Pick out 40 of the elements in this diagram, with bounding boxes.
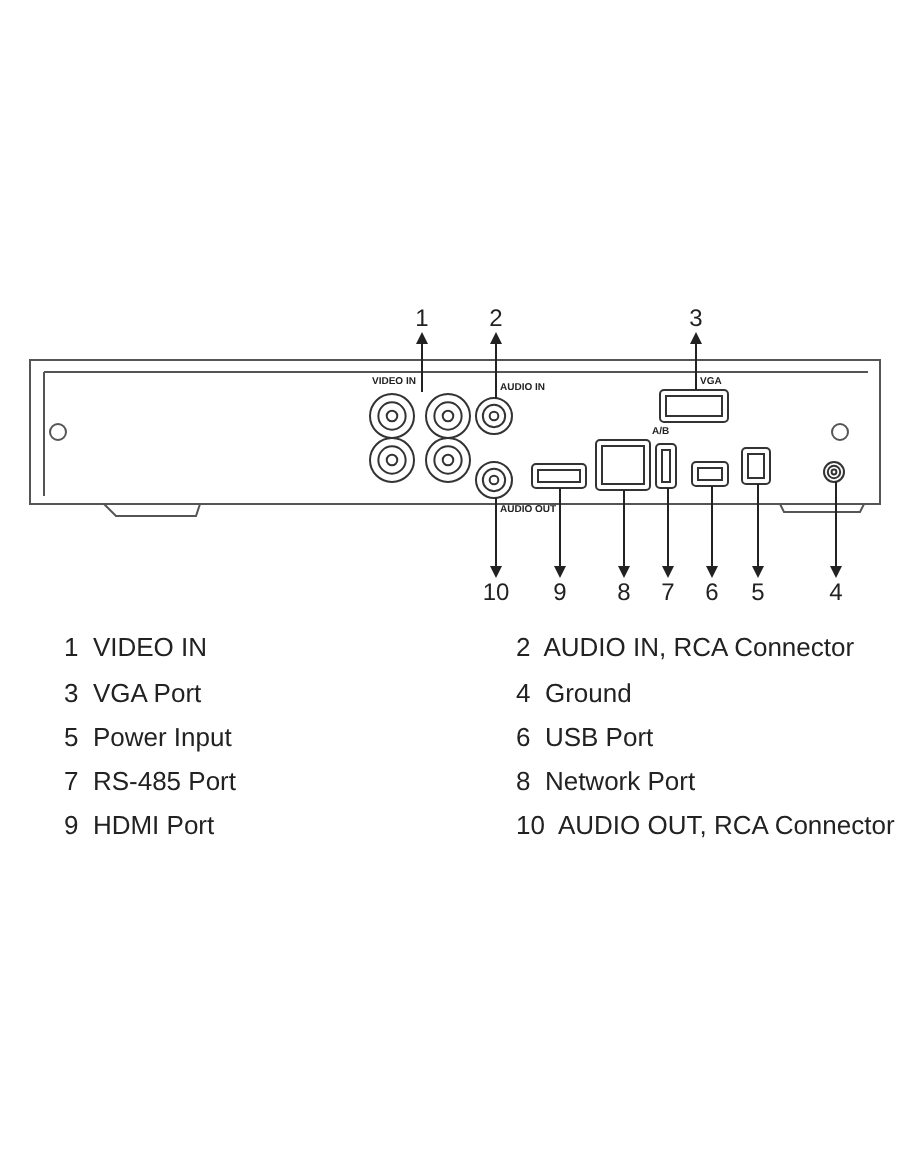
legend-text: 4 Ground	[516, 678, 632, 708]
legend-text: 5 Power Input	[64, 722, 232, 752]
callout-number: 6	[702, 578, 722, 606]
rca-jack-drawing	[475, 397, 513, 435]
network-port-drawing	[595, 439, 651, 491]
legend-text: 6 USB Port	[516, 722, 654, 752]
vga-port-drawing	[659, 389, 729, 423]
ground-screw-drawing	[823, 461, 845, 483]
callout-number: 4	[826, 578, 846, 606]
legend-text: 9 HDMI Port	[64, 810, 215, 840]
bnc-connector-drawing	[369, 393, 471, 483]
callout-number: 9	[550, 578, 570, 606]
legend-text: 3 VGA Port	[64, 678, 202, 708]
callout-number: 8	[614, 578, 634, 606]
usb-port-drawing	[691, 461, 729, 487]
legend-text: 8 Network Port	[516, 766, 696, 796]
leader-line	[690, 332, 702, 391]
rca-jack-drawing	[475, 461, 513, 499]
power-jack-drawing	[741, 447, 771, 485]
callout-number: 7	[658, 578, 678, 606]
legend-text: 1 VIDEO IN	[64, 632, 208, 662]
leader-line	[618, 489, 630, 578]
leader-line	[554, 487, 566, 578]
callout-number: 1	[412, 304, 432, 332]
legend-text: 10 AUDIO OUT, RCA Connector	[516, 810, 895, 840]
legend-text: 7 RS-485 Port	[64, 766, 236, 796]
callout-number: 3	[686, 304, 706, 332]
callout-number: 5	[748, 578, 768, 606]
leader-line	[662, 487, 674, 578]
leader-line	[490, 332, 502, 399]
callout-number: 2	[486, 304, 506, 332]
terminal-block-drawing	[655, 443, 677, 489]
leader-line	[706, 485, 718, 578]
leader-line	[830, 481, 842, 578]
leader-line	[752, 483, 764, 578]
leader-line	[490, 497, 502, 578]
legend-text: 2 AUDIO IN, RCA Connector	[516, 632, 855, 662]
leader-line	[416, 332, 428, 393]
callout-number: 10	[480, 578, 512, 606]
hdmi-port-drawing	[531, 463, 587, 489]
